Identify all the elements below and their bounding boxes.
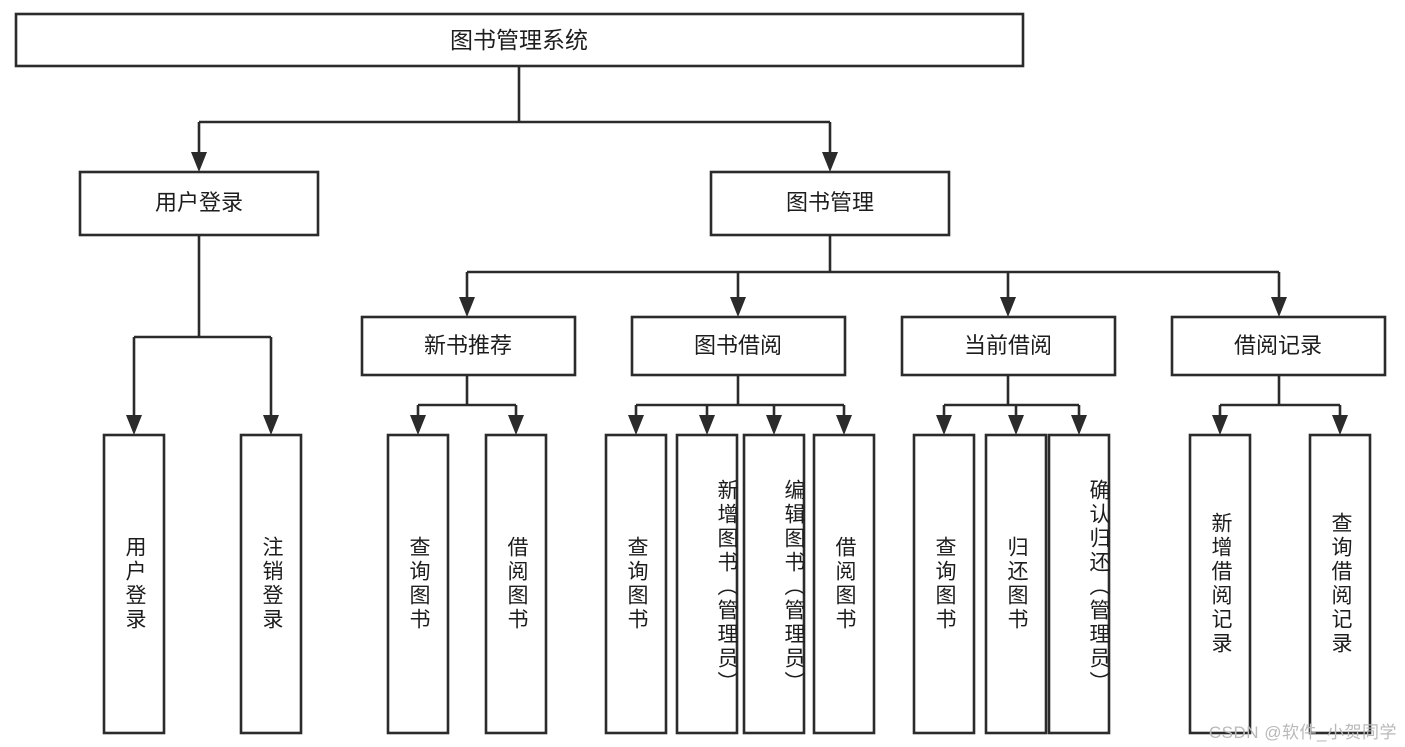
- leaf-box-return-book[interactable]: [984, 433, 1048, 735]
- leaf-box-add-record[interactable]: [1188, 433, 1252, 735]
- arrow-head-current-borrow: [1000, 297, 1016, 317]
- arrow-head-leaf-borrow-book-2: [836, 415, 852, 435]
- leaf-box-confirm-return[interactable]: [1047, 433, 1111, 735]
- node-box-root[interactable]: [14, 12, 1025, 68]
- arrow-head-leaf-query-book-3: [936, 415, 952, 435]
- arrow-head-leaf-confirm-return: [1071, 415, 1087, 435]
- arrow-head-user-login: [191, 152, 207, 172]
- arrow-head-leaf-add-record: [1212, 415, 1228, 435]
- connector-group-book-borrow-leaves: [628, 375, 852, 435]
- leaf-box-edit-book[interactable]: [742, 433, 806, 735]
- node-label-user-login: 用户登录: [155, 190, 243, 215]
- arrow-head-book-borrow: [730, 297, 746, 317]
- node-label-book-borrow: 图书借阅: [694, 333, 782, 358]
- node-box-current-borrow[interactable]: [900, 315, 1117, 377]
- node-box-book-borrow[interactable]: [630, 315, 847, 377]
- node-label-current-borrow: 当前借阅: [964, 333, 1052, 358]
- leaf-box-query-book-1[interactable]: [386, 433, 450, 735]
- leaf-box-query-book-3[interactable]: [912, 433, 976, 735]
- connector-group-book-manage-to-level3: [459, 235, 1287, 317]
- leaf-box-logout[interactable]: [239, 433, 303, 735]
- connector-group-new-book-leaves: [410, 375, 524, 435]
- node-box-book-manage[interactable]: [709, 170, 951, 237]
- arrow-head-leaf-return-book: [1008, 415, 1024, 435]
- connector-group-root-to-level2: [191, 66, 838, 172]
- arrow-head-leaf-query-book-2: [628, 415, 644, 435]
- arrow-head-leaf-user-login: [126, 415, 142, 435]
- connector-group-current-borrow-leaves: [936, 375, 1087, 435]
- connector-group-user-login-leaves: [126, 235, 279, 435]
- leaf-box-query-record[interactable]: [1308, 433, 1372, 735]
- leaf-box-borrow-book-2[interactable]: [812, 433, 876, 735]
- csdn-watermark: CSDN @软件_小贺同学: [1208, 723, 1397, 742]
- leaf-box-borrow-book-1[interactable]: [484, 433, 548, 735]
- arrow-head-leaf-query-book-1: [410, 415, 426, 435]
- leaf-box-add-book[interactable]: [675, 433, 739, 735]
- arrow-head-new-book: [459, 297, 475, 317]
- node-label-root: 图书管理系统: [450, 27, 588, 53]
- arrow-head-leaf-add-book: [699, 415, 715, 435]
- node-box-borrow-records[interactable]: [1170, 315, 1387, 377]
- arrow-head-leaf-logout: [263, 415, 279, 435]
- arrow-head-book-manage: [822, 152, 838, 172]
- arrow-head-leaf-query-record: [1332, 415, 1348, 435]
- arrow-head-borrow-records: [1271, 297, 1287, 317]
- arrow-head-leaf-borrow-book-1: [508, 415, 524, 435]
- node-box-new-book-recommend[interactable]: [360, 315, 577, 377]
- node-label-borrow-records: 借阅记录: [1234, 333, 1322, 358]
- connector-group-borrow-records-leaves: [1212, 375, 1348, 435]
- arrow-head-leaf-edit-book: [766, 415, 782, 435]
- node-label-book-manage: 图书管理: [786, 190, 874, 215]
- node-label-new-book-recommend: 新书推荐: [424, 333, 512, 358]
- node-box-user-login[interactable]: [78, 170, 320, 237]
- leaf-box-user-login[interactable]: [102, 433, 166, 735]
- leaf-box-query-book-2[interactable]: [604, 433, 668, 735]
